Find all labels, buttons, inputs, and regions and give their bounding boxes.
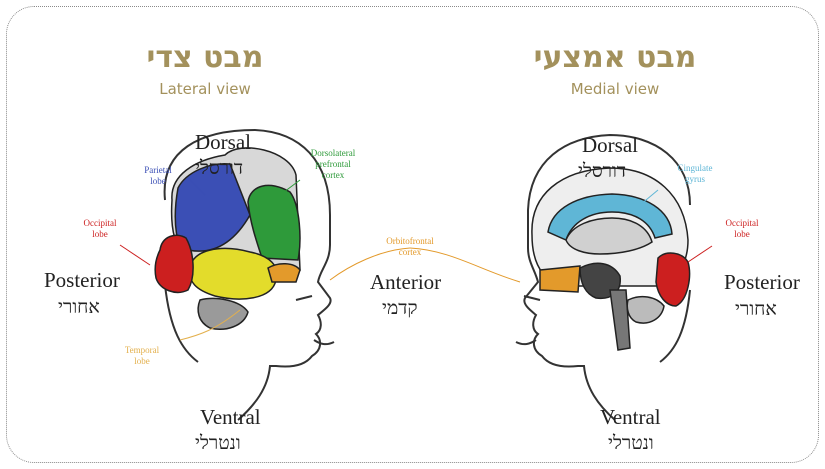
medial-orbitofrontal-region [540, 266, 580, 292]
medial-posterior-label: Posterior [724, 270, 800, 295]
medial-brain [532, 168, 690, 350]
lateral-posterior-label: Posterior [44, 268, 120, 293]
occipital-lobe-region [155, 235, 193, 292]
parietal-lobe-label: Parietal lobe [128, 165, 188, 187]
medial-posterior-hebrew: אחורי [735, 298, 777, 321]
prefrontal-cortex-label: Dorsolateral prefrontal cortex [298, 148, 368, 181]
lateral-anterior-hebrew: קדמי [382, 297, 418, 320]
medial-ventral-hebrew: ונטרלי [608, 432, 654, 455]
orbitofrontal-region [268, 264, 300, 282]
medial-dorsal-hebrew: דורסלי [578, 160, 626, 183]
occipital-lobe-label-lateral: Occipital lobe [70, 218, 130, 240]
medial-occipital-region [656, 253, 690, 306]
lateral-dorsal-hebrew: דורסלי [195, 157, 243, 180]
occipital-lobe-label-medial: Occipital lobe [712, 218, 772, 240]
lateral-ventral-label: Ventral [200, 405, 261, 430]
temporal-lobe-region [190, 249, 277, 299]
orbitofrontal-cortex-label: Orbitofrontal cortex [370, 236, 450, 258]
temporal-lobe-label: Temporal lobe [112, 345, 172, 367]
lateral-ventral-hebrew: ונטרלי [195, 432, 241, 455]
lateral-posterior-hebrew: אחורי [58, 296, 100, 319]
medial-ventral-label: Ventral [600, 405, 661, 430]
medial-dorsal-label: Dorsal [582, 133, 638, 158]
lateral-anterior-label: Anterior [370, 270, 441, 295]
cingulate-gyrus-label: Cingulate gyrus [660, 163, 730, 185]
lateral-dorsal-label: Dorsal [195, 130, 251, 155]
